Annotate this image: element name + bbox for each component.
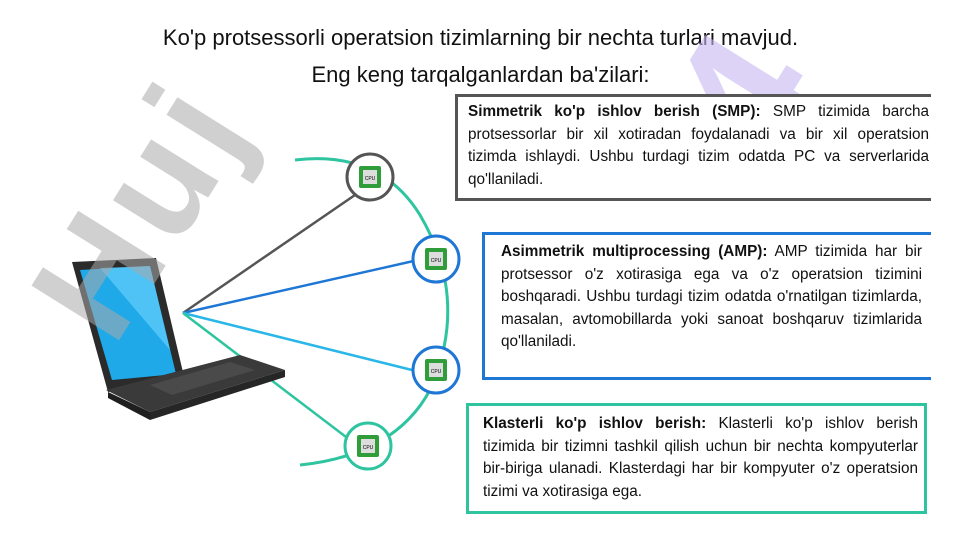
cpu-node-amp-1: CPU	[411, 234, 461, 284]
cpu-node-cluster: CPU	[343, 421, 393, 471]
heading-line-1: Ko'p protsessorli operatsion tizimlarnin…	[162, 25, 799, 50]
cluster-body: Klasterli ko'p ishlov berish tizimida bi…	[483, 415, 918, 500]
amp-body: AMP tizimida har bir protsessor o'z xoti…	[501, 243, 922, 350]
smp-body: SMP tizimida barcha protsessorlar bir xi…	[468, 103, 929, 188]
laptop-icon	[72, 258, 285, 420]
smp-box: Simmetrik ko'p ishlov berish (SMP): SMP …	[455, 94, 931, 201]
cpu-label: CPU	[365, 176, 376, 182]
cluster-box: Klasterli ko'p ishlov berish: Klasterli …	[466, 403, 927, 514]
smp-title: Simmetrik ko'p ishlov berish (SMP):	[468, 103, 761, 120]
connection-arc	[294, 157, 450, 467]
amp-title: Asimmetrik multiprocessing (AMP):	[501, 243, 768, 260]
amp-box: Asimmetrik multiprocessing (AMP): AMP ti…	[482, 232, 931, 380]
link-amp	[182, 258, 419, 315]
heading-line-2: Eng keng tarqalganlardan ba'zilari:	[311, 62, 650, 87]
link-amp-2	[182, 311, 413, 372]
cpu-label: CPU	[431, 369, 442, 375]
link-smp	[182, 193, 356, 315]
cpu-node-smp: CPU	[345, 152, 395, 202]
cpu-label: CPU	[363, 445, 374, 451]
cluster-title: Klasterli ko'p ishlov berish:	[483, 415, 707, 432]
cpu-node-amp-2: CPU	[411, 345, 461, 395]
cpu-label: CPU	[431, 258, 442, 264]
